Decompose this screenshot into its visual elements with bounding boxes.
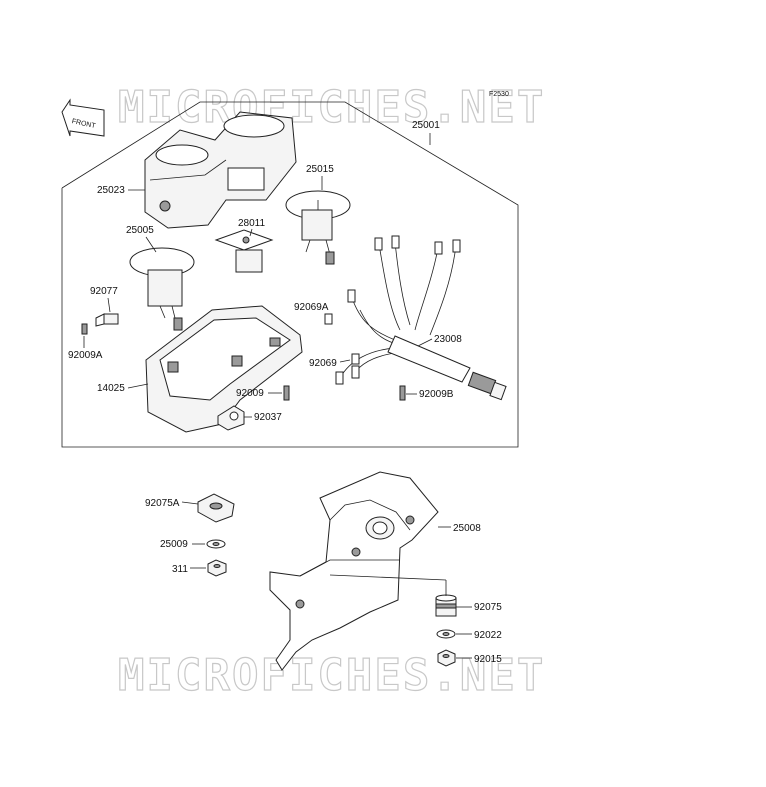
label-92075A: 92075A [145,498,180,509]
meter-bracket-25008 [269,471,439,671]
label-92009A: 92009A [68,350,103,361]
label-92022: 92022 [474,630,502,641]
meter-housing [144,111,297,229]
screw-92009A [81,323,88,335]
gauge-25005 [129,247,195,331]
label-23008: 23008 [434,334,462,345]
assembly-frame [61,101,519,448]
label-92009: 92009 [236,388,264,399]
lower-case-14025 [145,305,303,433]
damper-92075 [435,594,457,617]
bolt-92077 [95,313,119,327]
damper-92075A [197,493,235,523]
wiring-harness-23008 [335,235,507,401]
gauge-25015 [285,190,351,265]
label-92037: 92037 [254,412,282,423]
label-25008: 25008 [453,523,481,534]
screw-92009B [399,385,406,401]
label-25005: 25005 [126,225,154,236]
label-25015: 25015 [306,164,334,175]
clamp-92037 [217,405,245,431]
label-25009: 25009 [160,539,188,550]
label-25023: 25023 [97,185,125,196]
label-28011: 28011 [238,218,266,229]
label-92069A: 92069A [294,302,329,313]
nut-92015 [437,649,456,667]
washer-25009 [206,539,226,549]
label-92009B: 92009B [419,389,454,400]
bulb-92069 [351,353,360,365]
label-92075: 92075 [474,602,502,613]
label-14025: 14025 [97,383,125,394]
indicator-28011 [214,229,274,273]
nut-311 [207,559,227,577]
watermark-top: MICROFICHES.NET [118,82,545,133]
watermark-bottom: MICROFICHES.NET [118,650,545,701]
washer-92022 [436,629,456,639]
bulb-92069A [324,313,333,325]
screw-92009 [283,385,290,401]
label-25001: 25001 [412,120,440,131]
label-92077: 92077 [90,286,118,297]
ref-code: F2530 [489,91,509,98]
label-92015: 92015 [474,654,502,665]
label-311: 311 [172,564,188,575]
label-92069: 92069 [309,358,337,369]
front-arrow-badge: FRONT [61,98,105,137]
